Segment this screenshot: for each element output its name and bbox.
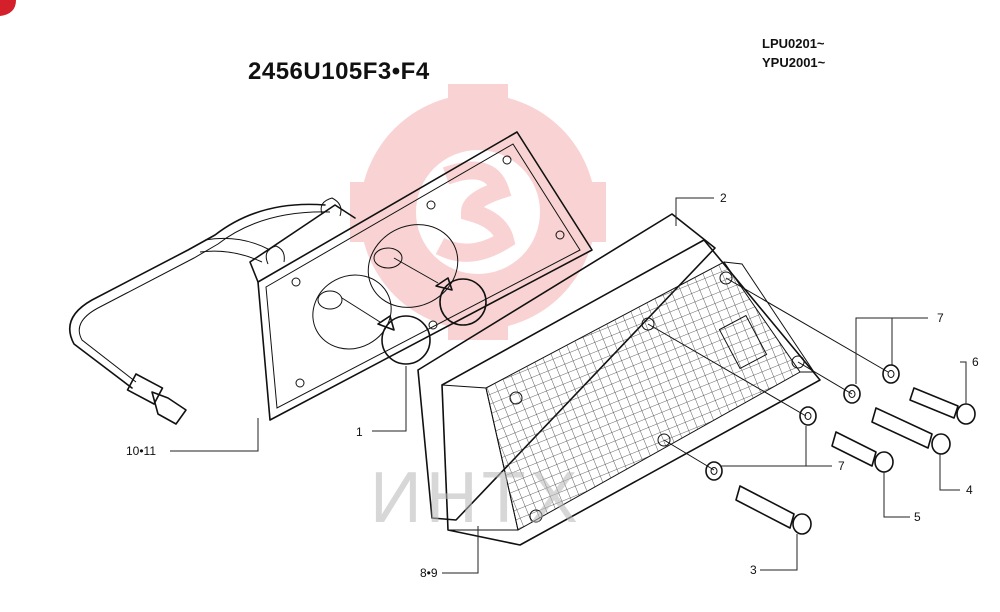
- callout-1: 1: [356, 425, 363, 439]
- watermark-text: ИНТХ: [370, 458, 582, 538]
- corner-mark: [0, 0, 16, 16]
- screw-axis-lines: [647, 277, 889, 471]
- callout-8-9: 8•9: [420, 566, 438, 580]
- lamp-lens: [441, 239, 821, 546]
- diagram-title: 2456U105F3•F4: [248, 58, 430, 85]
- lamp-housing: [249, 131, 593, 421]
- leader-lines: [170, 197, 967, 574]
- washer: [705, 364, 900, 481]
- screw-6: [909, 387, 976, 425]
- wire-harness: [69, 203, 331, 425]
- serial-range-1: LPU0201~: [762, 36, 825, 51]
- bulb-lower: [341, 297, 431, 365]
- callout-7-lower: 7: [838, 459, 845, 473]
- callout-5: 5: [914, 510, 921, 524]
- callout-6: 6: [972, 355, 979, 369]
- callout-10-11: 10•11: [126, 444, 156, 458]
- bulb-upper: [393, 257, 487, 326]
- callout-7-upper: 7: [937, 311, 944, 325]
- screw-3: [735, 485, 812, 535]
- callout-4: 4: [966, 483, 973, 497]
- callout-2: 2: [720, 191, 727, 205]
- callout-3: 3: [750, 563, 757, 577]
- serial-range-2: YPU2001~: [762, 55, 826, 70]
- screw-4: [871, 407, 951, 455]
